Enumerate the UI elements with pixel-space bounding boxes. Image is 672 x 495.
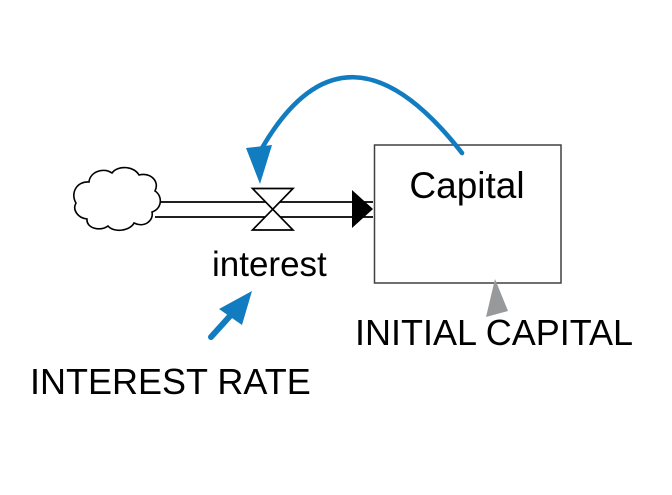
- influence-arrowhead: [219, 291, 252, 325]
- blue-straight-arrow-icon[interactable]: [208, 291, 252, 340]
- influence-arrow-shaft: [208, 313, 233, 340]
- flow-pipe[interactable]: [155, 201, 373, 218]
- blue-curved-arrow-icon[interactable]: [259, 74, 465, 156]
- stock-label[interactable]: Capital: [409, 165, 524, 206]
- cloud-icon[interactable]: [73, 166, 162, 232]
- variable-initial-capital-label[interactable]: INITIAL CAPITAL: [355, 312, 633, 353]
- black-arrowhead-icon: [352, 190, 373, 228]
- valve-bowtie-icon[interactable]: [250, 187, 296, 231]
- stock-box[interactable]: Capital: [373, 144, 562, 284]
- gray-arrowhead-icon[interactable]: [486, 279, 508, 317]
- stock-box-rect[interactable]: [373, 144, 562, 284]
- variable-interest-rate-label[interactable]: INTEREST RATE: [30, 361, 311, 402]
- blue-curved-arrowhead-icon: [246, 145, 272, 184]
- flow-label[interactable]: interest: [212, 245, 327, 284]
